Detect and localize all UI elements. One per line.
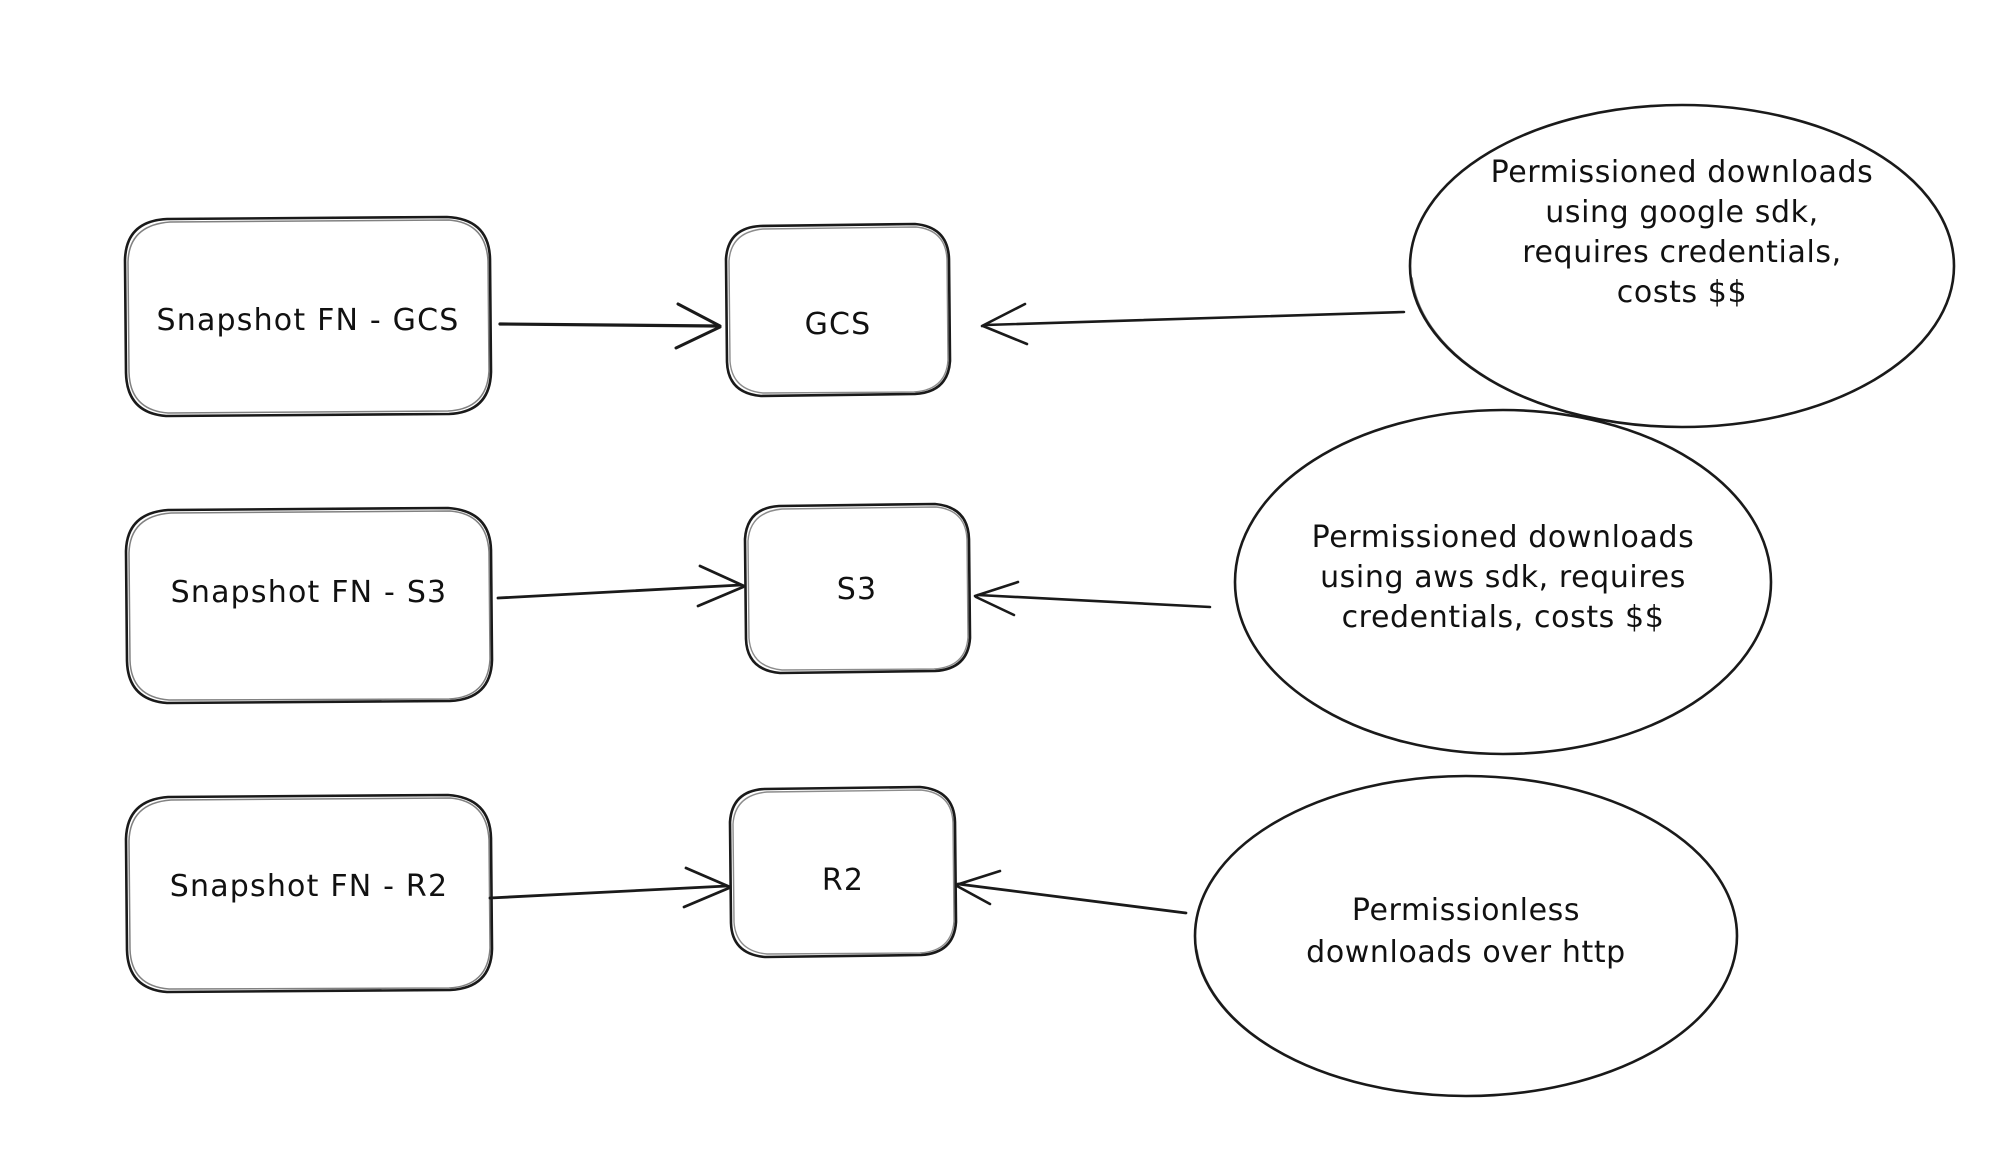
node-snapshot-fn-s3[interactable]: Snapshot FN - S3 [124,506,494,705]
note-bubble-aws[interactable]: Permissioned downloads using aws sdk, re… [1233,408,1773,756]
node-label-snapshot-fn-gcs: Snapshot FN - GCS [156,303,459,338]
edge-snapshot-gcs-to-gcs [498,302,722,350]
note-line-google-2: using google sdk, [1545,195,1818,230]
note-line-aws-3: credentials, costs $$ [1342,600,1665,635]
note-line-aws-1: Permissioned downloads [1312,520,1695,555]
node-label-s3: S3 [837,572,878,607]
edge-snapshot-r2-to-r2 [488,866,732,909]
node-snapshot-fn-gcs[interactable]: Snapshot FN - GCS [123,215,493,418]
node-snapshot-fn-r2[interactable]: Snapshot FN - R2 [124,793,494,994]
edge-note-http-to-r2 [954,869,1188,915]
node-label-gcs: GCS [805,307,872,342]
edge-note-aws-to-s3 [973,580,1212,617]
note-line-aws-2: using aws sdk, requires [1320,560,1686,595]
edge-snapshot-s3-to-s3 [496,564,746,608]
node-gcs[interactable]: GCS [724,222,952,398]
node-label-snapshot-fn-r2: Snapshot FN - R2 [170,869,449,904]
node-s3[interactable]: S3 [743,502,972,675]
node-label-r2: R2 [822,863,864,898]
note-line-google-3: requires credentials, [1522,235,1842,270]
node-label-snapshot-fn-s3: Snapshot FN - S3 [171,575,448,610]
note-line-google-1: Permissioned downloads [1491,155,1874,190]
node-r2[interactable]: R2 [728,785,958,959]
note-line-http-1: Permissionless [1352,893,1580,928]
note-bubble-http[interactable]: Permissionless downloads over http [1193,774,1739,1098]
note-bubble-google[interactable]: Permissioned downloads using google sdk,… [1408,103,1956,429]
edge-note-google-to-gcs [980,302,1406,346]
note-line-http-2: downloads over http [1306,935,1626,970]
note-line-google-4: costs $$ [1617,275,1747,310]
